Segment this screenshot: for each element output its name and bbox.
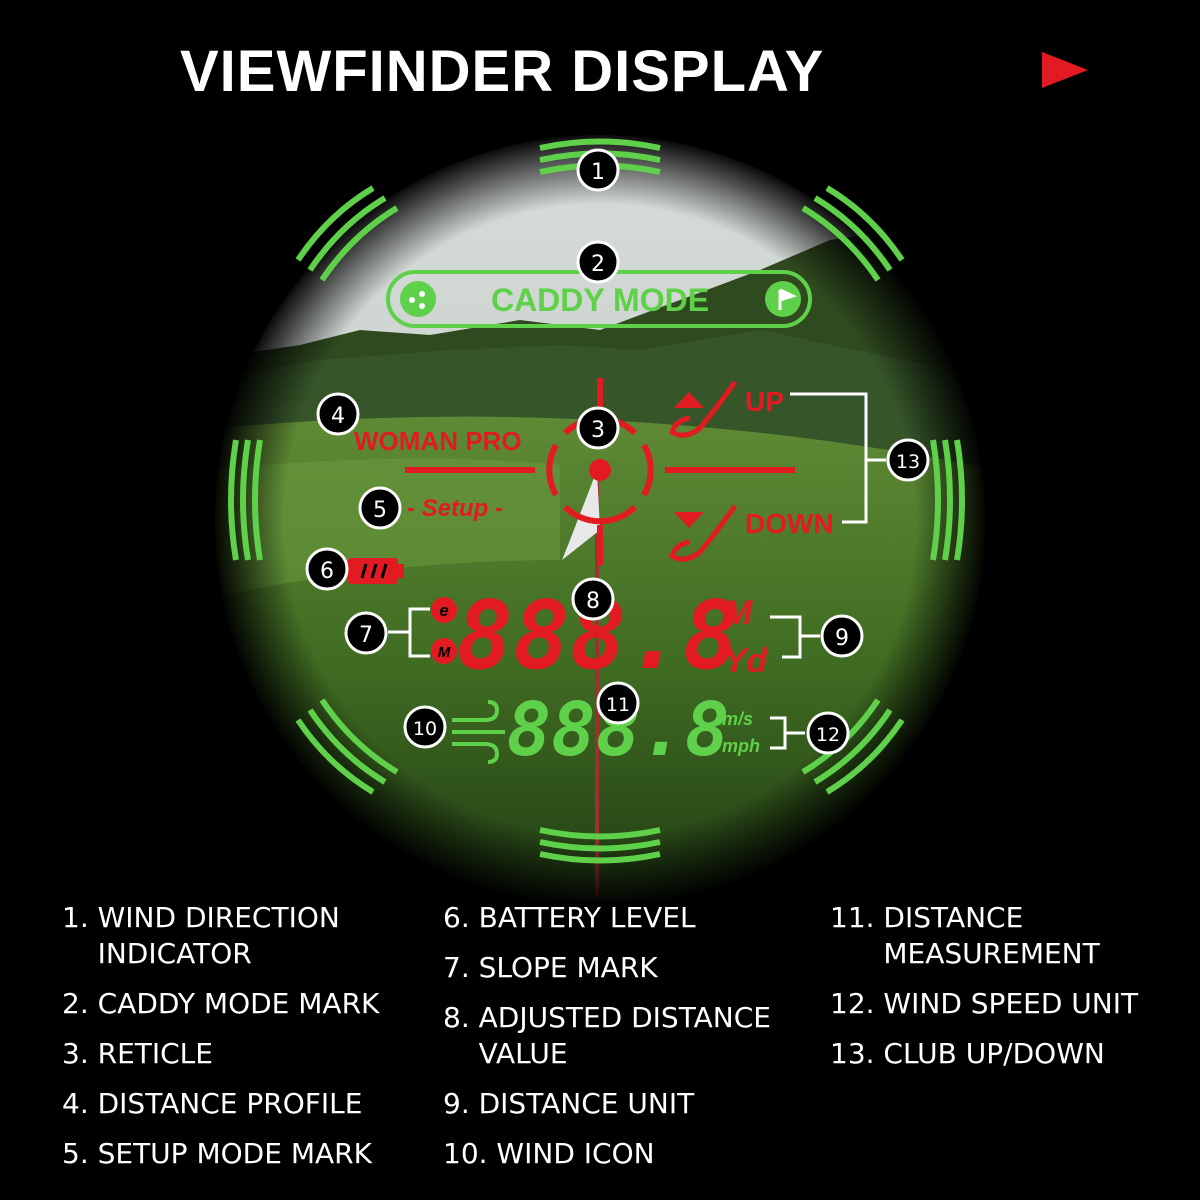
golf-ball-icon: [400, 281, 436, 317]
viewfinder-scene: CADDY MODE WOMAN PRO - Setup - UP DOWN: [214, 134, 986, 900]
caddy-mode-label: CADDY MODE: [491, 282, 709, 318]
caddy-mode-mark: CADDY MODE: [386, 270, 812, 328]
marker-7: 7: [344, 611, 388, 655]
marker-11: 11: [596, 681, 640, 725]
legend-item: 10. WIND ICON: [443, 1137, 655, 1170]
marker-9: 9: [820, 614, 864, 658]
marker-12: 12: [806, 711, 850, 755]
legend-item: 13. CLUB UP/DOWN: [830, 1037, 1105, 1070]
legend-item: 2. CADDY MODE MARK: [62, 987, 380, 1020]
marker-10: 10: [403, 705, 447, 749]
marker-1: 1: [576, 148, 620, 192]
wind-unit-mph: mph: [722, 736, 760, 756]
club-down-label: DOWN: [745, 508, 834, 539]
slope-e-glyph: e: [439, 601, 448, 620]
distance-profile-label: WOMAN PRO: [354, 426, 522, 456]
wind-icon: [452, 700, 505, 764]
svg-text:2: 2: [591, 252, 605, 277]
page-title: VIEWFINDER DISPLAY: [0, 38, 1200, 108]
legend-item: 8. ADJUSTED DISTANCE VALUE: [443, 1001, 771, 1070]
marker-2: 2: [576, 240, 620, 284]
slope-mark: e M: [388, 597, 457, 664]
setup-mode-label: - Setup -: [407, 495, 503, 522]
marker-8: 8: [571, 577, 615, 621]
legend-item: 6. BATTERY LEVEL: [443, 901, 696, 934]
svg-text:9: 9: [835, 626, 849, 651]
slope-m-glyph: M: [438, 644, 451, 661]
marker-3: 3: [576, 406, 620, 450]
legend-column-3: 11. DISTANCE MEASUREMENT 12. WIND SPEED …: [830, 900, 1138, 1086]
svg-text:13: 13: [896, 451, 920, 473]
svg-text:3: 3: [591, 418, 605, 443]
wind-direction-indicator: [228, 138, 965, 864]
club-up-label: UP: [745, 386, 784, 417]
svg-text:12: 12: [816, 724, 840, 746]
svg-text:1: 1: [591, 160, 605, 185]
svg-text:4: 4: [331, 404, 345, 429]
marker-13: 13: [886, 438, 930, 482]
legend-column-2: 6. BATTERY LEVEL 7. SLOPE MARK 8. ADJUST…: [443, 900, 771, 1186]
reticle: [405, 378, 795, 565]
marker-5: 5: [358, 486, 402, 530]
legend-column-1: 1. WIND DIRECTION INDICATOR 2. CADDY MOD…: [62, 900, 379, 1186]
battery-icon: [348, 558, 404, 584]
svg-text:10: 10: [413, 718, 437, 740]
distance-unit-m: M: [724, 594, 753, 632]
marker-4: 4: [316, 392, 360, 436]
legend-item: 9. DISTANCE UNIT: [443, 1087, 695, 1120]
legend-item: 7. SLOPE MARK: [443, 951, 658, 984]
legend-item: 5. SETUP MODE MARK: [62, 1137, 372, 1170]
play-arrow-icon: [1042, 52, 1088, 88]
legend-item: 4. DISTANCE PROFILE: [62, 1087, 363, 1120]
svg-text:6: 6: [320, 559, 334, 584]
legend-item: 11. DISTANCE MEASUREMENT: [830, 901, 1100, 970]
svg-text:8: 8: [586, 589, 600, 614]
svg-text:5: 5: [373, 498, 387, 523]
marker-6: 6: [305, 547, 349, 591]
club-up-down: UP DOWN: [669, 380, 886, 562]
svg-text:7: 7: [359, 623, 373, 648]
legend-item: 3. RETICLE: [62, 1037, 213, 1070]
title-text: VIEWFINDER DISPLAY: [180, 39, 825, 104]
legend-item: 12. WIND SPEED UNIT: [830, 987, 1139, 1020]
distance-unit-yd: Yd: [724, 642, 769, 680]
wind-unit-ms: m/s: [722, 709, 753, 729]
legend-item: 1. WIND DIRECTION INDICATOR: [62, 901, 340, 970]
svg-text:11: 11: [606, 694, 630, 716]
